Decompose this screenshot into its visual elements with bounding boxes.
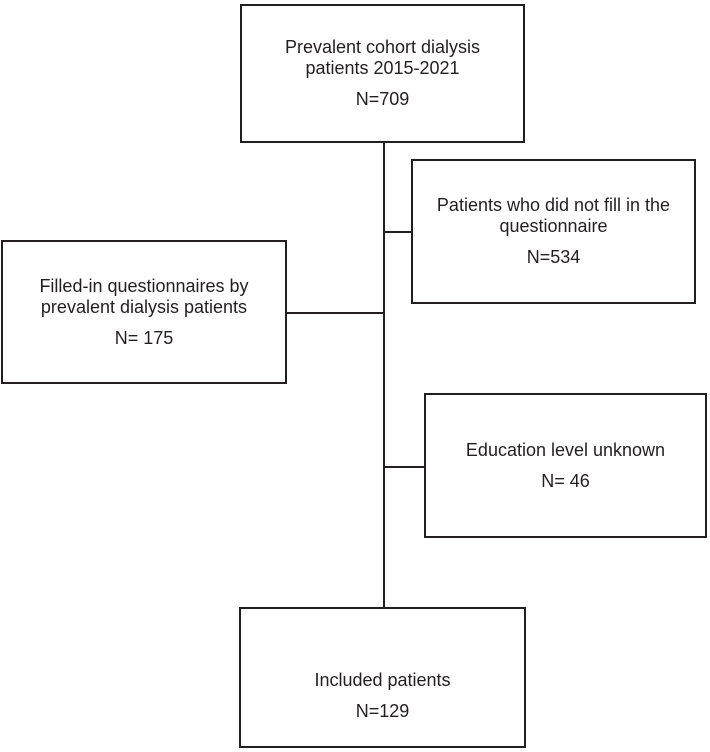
connector-main-vertical [383,143,385,607]
node-filled-in-count: N= 175 [114,327,174,348]
connector-branch-no-questionnaire [385,231,411,233]
node-education-unknown-count: N= 46 [541,470,590,491]
node-prevalent-cohort-label: Prevalent cohort dialysis patients 2015-… [284,37,481,78]
node-prevalent-cohort: Prevalent cohort dialysis patients 2015-… [240,4,525,143]
node-no-questionnaire: Patients who did not fill in the questio… [411,159,696,304]
node-prevalent-cohort-count: N=709 [355,89,410,109]
node-included-count: N=129 [355,700,410,721]
node-education-unknown: Education level unknown N= 46 [424,393,707,538]
node-filled-in: Filled-in questionnaires by prevalent di… [1,240,287,384]
node-included-label: Included patients [314,669,451,690]
connector-branch-education-unknown [385,466,424,468]
node-no-questionnaire-label: Patients who did not fill in the questio… [436,195,671,236]
connector-branch-filled-in [287,312,383,314]
node-included: Included patients N=129 [239,607,526,748]
node-no-questionnaire-count: N=534 [526,247,581,267]
node-education-unknown-label: Education level unknown [465,439,666,460]
node-filled-in-label: Filled-in questionnaires by prevalent di… [39,275,249,317]
